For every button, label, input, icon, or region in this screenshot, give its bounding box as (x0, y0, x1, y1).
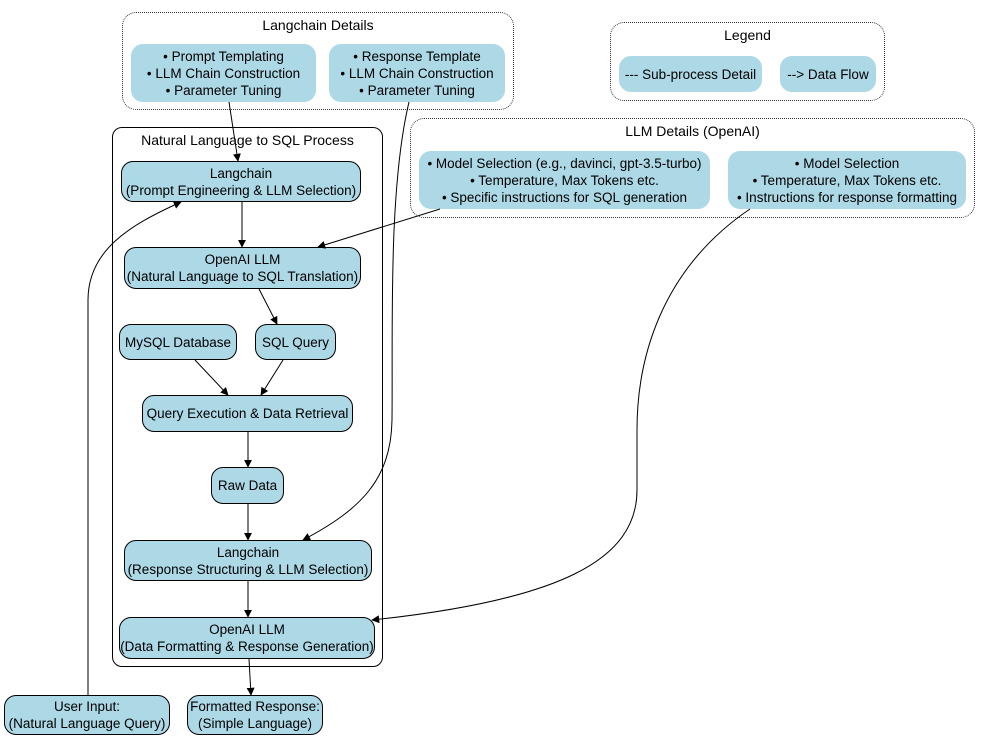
query-execution-node: Query Execution & Data Retrieval (142, 395, 353, 432)
legend-subprocess: --- Sub-process Detail (619, 56, 762, 92)
process-title: Natural Language to SQL Process (141, 132, 354, 148)
edge-user-input-to-langchain-prompt (87, 201, 182, 695)
legend-title: Legend (724, 27, 771, 43)
langchain-response-details: • Response Template • LLM Chain Construc… (329, 44, 505, 102)
detail-line: • Temperature, Max Tokens etc. (752, 172, 942, 188)
langchain-response-node: Langchain (Response Structuring & LLM Se… (124, 540, 372, 581)
llm-details-cluster: LLM Details (OpenAI) (410, 118, 975, 218)
node-label: Raw Data (217, 478, 278, 493)
process-cluster: Natural Language to SQL Process (112, 127, 383, 667)
edge-openai-format-to-formatted-response (246, 658, 255, 696)
edge-sql-query-to-query-exec (260, 359, 284, 396)
node-title: User Input: (53, 699, 121, 714)
detail-line: • Parameter Tuning (359, 82, 475, 98)
llm-response-details: • Model Selection • Temperature, Max Tok… (728, 151, 966, 209)
edge-mysql-to-query-exec (194, 359, 229, 396)
node-subtitle: (Data Formatting & Response Generation) (120, 639, 374, 654)
node-label: SQL Query (261, 334, 330, 350)
node-label: Query Execution & Data Retrieval (146, 406, 349, 421)
edge-response-details-to-langchain-response (302, 101, 410, 541)
legend-subprocess-label: --- Sub-process Detail (624, 66, 757, 82)
legend-dataflow-label: --> Data Flow (787, 66, 869, 82)
edge-llm-response-details-to-openai-format (371, 208, 751, 624)
detail-line: • Temperature, Max Tokens etc. (470, 172, 659, 188)
node-title: Langchain (216, 544, 280, 560)
detail-line: • Response Template (353, 48, 481, 64)
legend-dataflow: --> Data Flow (780, 56, 876, 92)
formatted-response-node: Formatted Response: (Simple Language) (187, 695, 323, 735)
openai-format-node: OpenAI LLM (Data Formatting & Response G… (119, 617, 375, 659)
user-input-node: User Input: (Natural Language Query) (4, 695, 170, 735)
node-title: OpenAI LLM (209, 622, 285, 637)
detail-line: • Model Selection (e.g., davinci, gpt-3.… (427, 155, 702, 171)
node-title: OpenAI LLM (204, 252, 281, 267)
node-title: Formatted Response: (190, 699, 320, 714)
langchain-details-title: Langchain Details (262, 17, 374, 33)
llm-sql-details: • Model Selection (e.g., davinci, gpt-3.… (419, 151, 710, 209)
legend-cluster: Legend (610, 22, 885, 101)
sql-query-node: SQL Query (255, 324, 336, 360)
detail-line: • Parameter Tuning (165, 82, 282, 98)
edge-openai-sql-to-sql-query (258, 288, 278, 325)
edge-llm-sql-details-to-openai-sql (317, 208, 441, 249)
detail-line: • Instructions for response formatting (736, 189, 958, 205)
langchain-prompt-node: Langchain (Prompt Engineering & LLM Sele… (121, 161, 361, 202)
mysql-database-node: MySQL Database (119, 324, 237, 360)
node-title: Langchain (209, 165, 273, 181)
llm-details-title: LLM Details (OpenAI) (625, 123, 760, 139)
langchain-prompt-details: • Prompt Templating • LLM Chain Construc… (131, 44, 316, 102)
detail-line: • LLM Chain Construction (340, 65, 494, 81)
node-subtitle: (Natural Language to SQL Translation) (126, 269, 359, 284)
detail-line: • LLM Chain Construction (146, 65, 301, 81)
edge-prompt-details-to-langchain (228, 101, 241, 162)
node-subtitle: (Prompt Engineering & LLM Selection) (125, 182, 357, 198)
langchain-details-cluster: Langchain Details (122, 12, 514, 110)
node-subtitle: (Natural Language Query) (8, 716, 166, 731)
node-label: MySQL Database (124, 334, 232, 350)
detail-line: • Model Selection (794, 155, 900, 171)
node-subtitle: (Response Structuring & LLM Selection) (127, 561, 369, 577)
detail-line: • Specific instructions for SQL generati… (441, 189, 688, 205)
detail-line: • Prompt Templating (163, 48, 284, 64)
node-subtitle: (Simple Language) (197, 716, 313, 731)
